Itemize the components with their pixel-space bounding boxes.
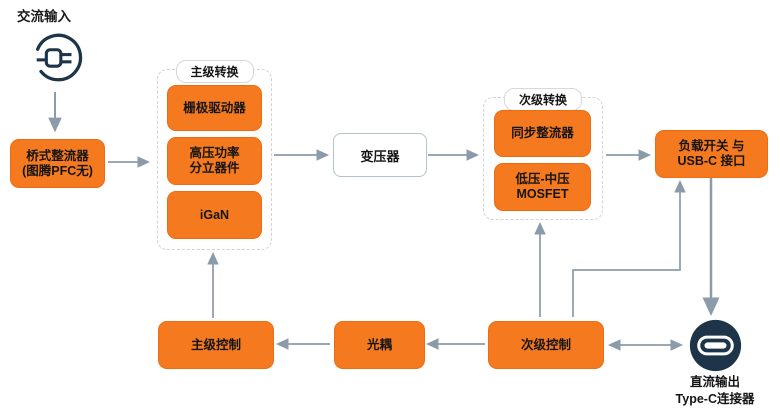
igan-box: iGaN	[167, 191, 262, 239]
optocoupler-label: 光耦	[366, 337, 392, 352]
secondary-stage-group: 次级转换 同步整流器 低压-中压 MOSFET	[483, 88, 603, 220]
dc-output-label: 直流输出 Type-C连接器	[650, 374, 780, 408]
load-switch-line2: USB-C 接口	[677, 154, 746, 168]
transformer-box: 变压器	[333, 133, 427, 177]
primary-stage-title: 主级转换	[175, 60, 254, 83]
dc-output-line1: 直流输出	[689, 375, 740, 389]
hv-power-line1: 高压功率	[189, 146, 240, 160]
primary-stage-group: 主级转换 栅极驱动器 高压功率 分立器件 iGaN	[157, 60, 272, 250]
sync-rectifier-label: 同步整流器	[511, 126, 574, 140]
secondary-stage-title: 次级转换	[503, 88, 583, 111]
lv-mosfet-line2: MOSFET	[516, 187, 569, 201]
gate-driver-box: 栅极驱动器	[167, 85, 262, 131]
ac-input-label: 交流输入	[17, 9, 71, 24]
sync-rectifier-box: 同步整流器	[494, 110, 591, 157]
secondary-control-label: 次级控制	[520, 337, 571, 352]
load-switch-box: 负载开关 与 USB-C 接口	[655, 130, 768, 178]
bridge-rectifier-box: 桥式整流器 (图腾PFC无)	[10, 139, 105, 188]
ac-plug-icon	[27, 28, 85, 91]
lv-mosfet-line1: 低压-中压	[515, 172, 570, 186]
dc-output-line2: Type-C连接器	[675, 391, 755, 406]
transformer-label: 变压器	[360, 148, 400, 164]
igan-label: iGaN	[199, 207, 230, 222]
bridge-rectifier-line2: (图腾PFC无)	[22, 163, 93, 178]
primary-control-box: 主级控制	[158, 321, 274, 369]
hv-power-box: 高压功率 分立器件	[167, 137, 262, 185]
secondary-control-box: 次级控制	[488, 321, 604, 369]
hv-power-line2: 分立器件	[189, 161, 240, 175]
load-switch-line1: 负载开关 与	[678, 139, 745, 153]
primary-control-label: 主级控制	[190, 337, 241, 352]
usb-c-connector-icon	[689, 319, 742, 377]
lv-mosfet-box: 低压-中压 MOSFET	[494, 163, 591, 211]
bridge-rectifier-line1: 桥式整流器	[26, 148, 89, 163]
optocoupler-box: 光耦	[334, 321, 425, 369]
gate-driver-label: 栅极驱动器	[183, 100, 246, 115]
